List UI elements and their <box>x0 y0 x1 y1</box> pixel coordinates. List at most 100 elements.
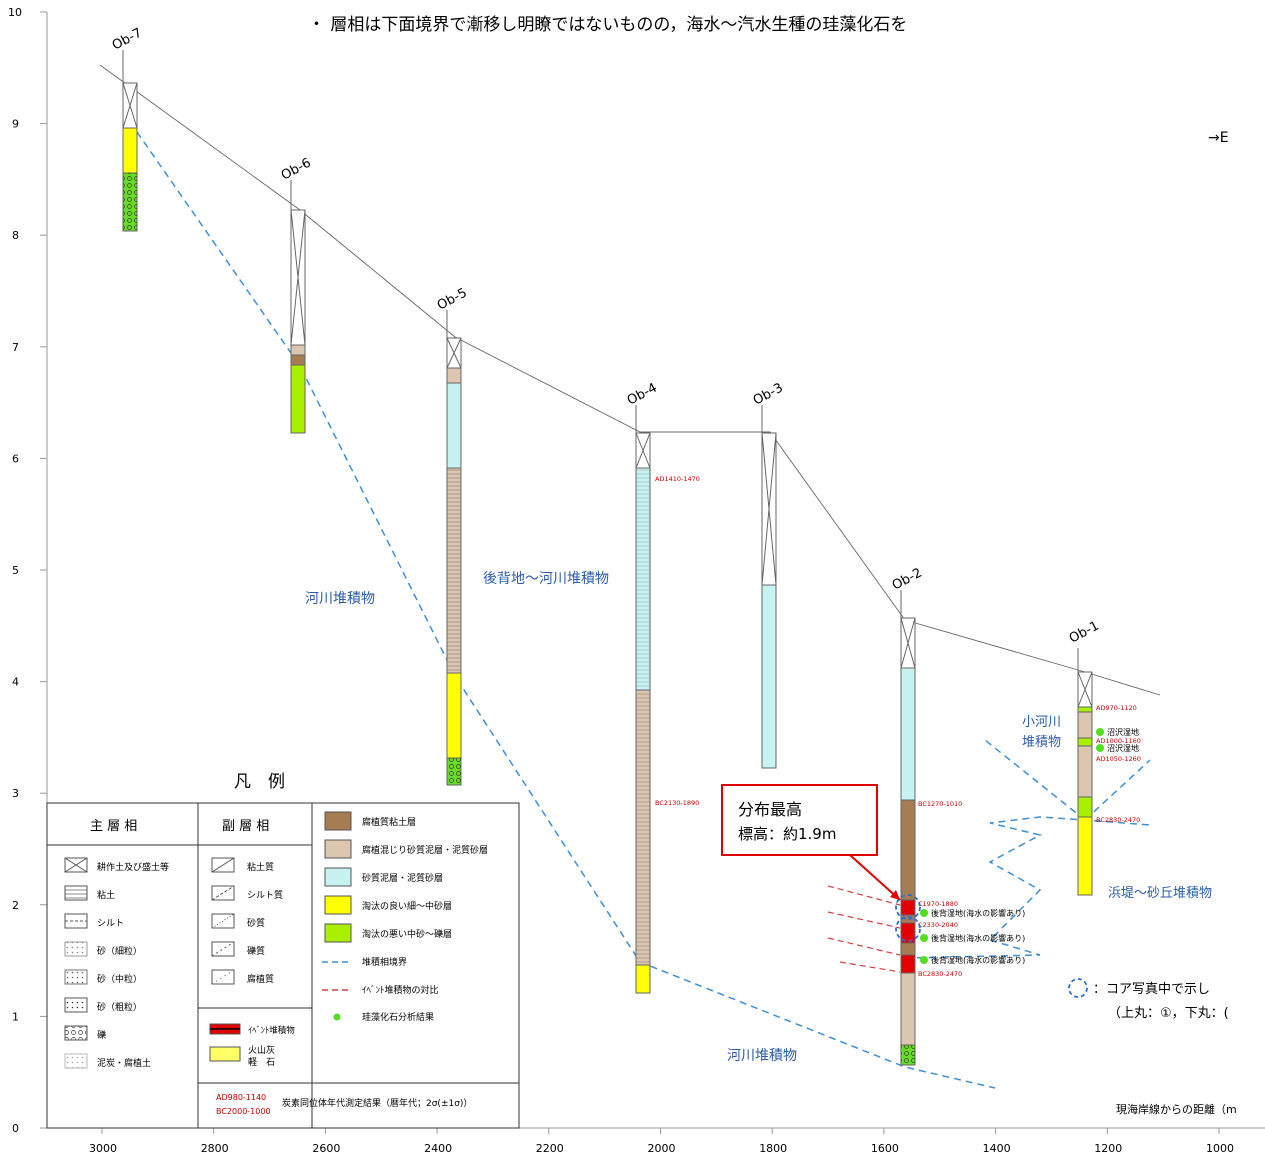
x-tick-label: 2000 <box>648 1142 676 1155</box>
region-small-river-2: 堆積物 <box>1022 735 1061 750</box>
legend-sub-header: 副 層 相 <box>222 819 269 834</box>
callout-line2: 標高：約1.9m <box>738 825 836 843</box>
legend-color-item: 腐植質粘土層 <box>362 816 416 828</box>
date-label: BC2830-2470 <box>918 970 962 978</box>
x-tick-label: 3000 <box>89 1142 117 1155</box>
date-label: C1970-1880 <box>918 900 958 908</box>
y-axis-ticks: 0 1 2 3 4 5 6 7 8 9 10 <box>8 6 47 1135</box>
elevation-callout <box>721 784 901 901</box>
legend-color-item: 淘汰の悪い中砂〜礫層 <box>362 928 452 940</box>
borehole-label-ob7: Ob-7 <box>110 26 145 54</box>
legend-title: 凡 例 <box>234 772 285 792</box>
legend-main-item: 粘土 <box>97 889 115 901</box>
callout-line1: 分布最高 <box>738 800 802 819</box>
legend-line-item: 珪藻化石分析結果 <box>362 1011 434 1023</box>
legend-main-item: 砂（中粒） <box>97 973 142 985</box>
region-river-upper: 河川堆積物 <box>305 591 375 607</box>
diatom-label: 沼沢湿地 <box>1107 743 1139 753</box>
event-correlations <box>827 885 901 973</box>
y-tick-label: 10 <box>8 6 22 19</box>
legend-main-item: 砂（粗粒） <box>97 1001 142 1013</box>
region-beach: 浜堤〜砂丘堆積物 <box>1108 886 1212 901</box>
borehole-label-ob4: Ob-4 <box>625 381 660 409</box>
date-label: AD1050-1260 <box>1096 755 1141 763</box>
region-backswamp: 後背地〜河川堆積物 <box>483 571 609 587</box>
legend-event: ｲﾍﾞﾝﾄ堆積物 <box>248 1025 295 1036</box>
x-tick-label: 2600 <box>312 1142 340 1155</box>
x-tick-label: 1600 <box>871 1142 899 1155</box>
legend-line-item: 堆積相境界 <box>362 956 407 968</box>
y-tick-label: 9 <box>12 118 19 131</box>
y-tick-label: 7 <box>12 341 19 354</box>
date-label: AD1410-1470 <box>655 475 700 483</box>
x-axis-label: 現海岸線からの距離（m <box>1116 1102 1237 1116</box>
y-tick-label: 4 <box>12 676 19 689</box>
borehole-label-ob3: Ob-3 <box>751 381 786 409</box>
core-note-line1: ：コア写真中で示し <box>1093 982 1210 997</box>
diatom-label: 後背湿地(海水の影響あり) <box>931 955 1025 965</box>
legend-main-item: シルト <box>97 919 124 929</box>
borehole-label-ob5: Ob-5 <box>435 286 470 314</box>
legend-sub-item: シルト質 <box>247 889 283 901</box>
x-tick-label: 2400 <box>424 1142 452 1155</box>
borehole-ob4 <box>635 405 651 994</box>
date-label: C2330-2040 <box>918 921 958 929</box>
date-label: BC2130-1890 <box>655 799 699 807</box>
y-tick-label: 8 <box>12 229 19 242</box>
borehole-label-ob6: Ob-6 <box>279 156 314 184</box>
legend-date-example-1: AD980-1140 <box>216 1093 266 1102</box>
y-tick-label: 1 <box>12 1010 19 1023</box>
legend-sub-item: 礫質 <box>247 945 265 957</box>
y-tick-label: 5 <box>12 564 19 577</box>
borehole-label-ob1: Ob-1 <box>1067 619 1102 647</box>
borehole-ob7 <box>122 50 138 232</box>
legend: 凡 例 主 層 相 副 層 相 耕作土及び盛土等 粘土 シルト 砂（細粒） 砂（… <box>46 772 520 1129</box>
borehole-ob6 <box>290 180 306 434</box>
legend-color-item: 腐植混じり砂質泥層・泥質砂層 <box>362 844 488 856</box>
y-tick-label: 0 <box>12 1122 19 1135</box>
borehole-ob3 <box>761 405 777 769</box>
y-tick-label: 2 <box>12 899 19 912</box>
ground-surface-line <box>99 64 1161 696</box>
y-tick-label: 3 <box>12 787 19 800</box>
x-tick-label: 1000 <box>1206 1142 1234 1155</box>
legend-pumice: 軽 石 <box>248 1057 275 1068</box>
legend-color-item: 砂質泥層・泥質砂層 <box>362 872 443 884</box>
diatom-results <box>920 728 1104 964</box>
borehole-label-ob2: Ob-2 <box>890 566 925 594</box>
x-tick-label: 1200 <box>1094 1142 1122 1155</box>
x-tick-label: 2800 <box>201 1142 229 1155</box>
diatom-label: 後背湿地(海水の影響あり) <box>931 908 1025 918</box>
date-label: AD970-1120 <box>1096 704 1137 712</box>
region-small-river-1: 小河川 <box>1022 715 1061 730</box>
date-label: BC1270-1010 <box>918 800 962 808</box>
legend-date-caption: 炭素同位体年代測定結果（暦年代；2σ(±1σ)） <box>282 1097 472 1109</box>
legend-line-item: ｲﾍﾞﾝﾄ堆積物の対比 <box>362 984 439 996</box>
legend-date-example-2: BC2000-1000 <box>216 1107 271 1116</box>
diatom-label: 後背湿地(海水の影響あり) <box>931 933 1025 943</box>
date-label: AD1000-1160 <box>1096 737 1141 745</box>
date-label: BC2830-2470 <box>1096 816 1140 824</box>
legend-sub-item: 粘土質 <box>247 861 274 873</box>
legend-main-item: 耕作土及び盛土等 <box>97 861 169 873</box>
x-tick-label: 1800 <box>759 1142 787 1155</box>
legend-ash: 火山灰 <box>248 1044 275 1056</box>
top-note: ・ 層相は下面境界で漸移し明瞭ではないものの，海水〜汽水生種の珪藻化石を <box>308 15 907 35</box>
facies-boundaries <box>129 121 1151 1089</box>
diatom-label: 沼沢湿地 <box>1107 727 1139 737</box>
core-note-line2: （上丸：①，下丸：( <box>1108 1006 1229 1021</box>
legend-main-item: 礫 <box>97 1029 106 1041</box>
legend-sub-item: 砂質 <box>247 917 265 929</box>
borehole-ob2 <box>900 590 916 1066</box>
radiocarbon-dates: AD1410-1470 BC2130-1890 BC1270-1010 C197… <box>655 475 1141 978</box>
legend-main-item: 泥炭・腐植土 <box>97 1057 151 1069</box>
x-tick-label: 1400 <box>983 1142 1011 1155</box>
legend-sub-item: 腐植質 <box>247 973 274 985</box>
x-axis-ticks: 3000 2800 2600 2400 2200 2000 1800 1600 1400 1200… <box>89 1128 1234 1155</box>
borehole-ob1 <box>1077 648 1093 896</box>
y-tick-label: 6 <box>12 452 19 465</box>
borehole-ob5 <box>446 310 462 786</box>
legend-main-item: 砂（細粒） <box>97 945 142 957</box>
x-tick-label: 2200 <box>536 1142 564 1155</box>
